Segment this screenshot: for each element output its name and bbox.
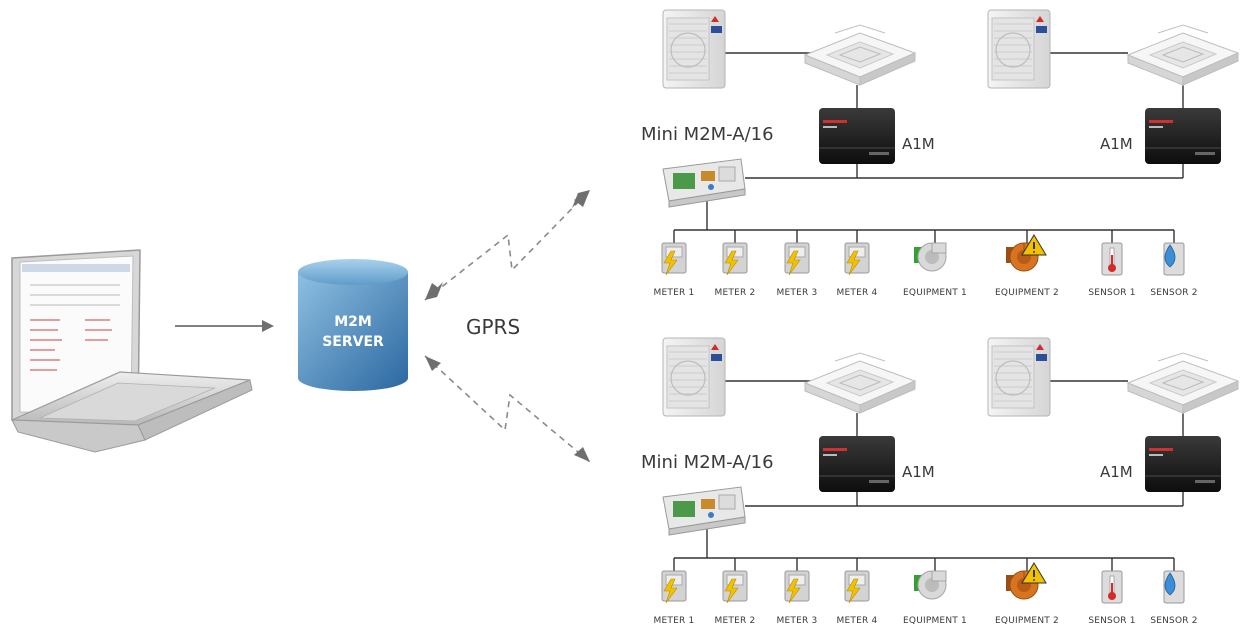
device-label-3: METER 3 xyxy=(777,288,818,298)
meter-icon-4 xyxy=(844,242,870,276)
outdoor-unit-1 xyxy=(662,9,726,89)
meter-icon-3 xyxy=(784,570,810,604)
equipment-fan-icon-1 xyxy=(914,570,947,600)
outdoor-unit-2 xyxy=(987,9,1051,89)
controller-label: Mini M2M-A/16 xyxy=(641,452,774,473)
device-label-1: METER 1 xyxy=(654,288,695,298)
server-label-line1: M2M xyxy=(334,314,372,330)
humidity-sensor-icon xyxy=(1163,242,1185,276)
equipment-fan-icon-1 xyxy=(914,242,947,272)
device-label-7: SENSOR 1 xyxy=(1088,288,1135,298)
meter-icon-1 xyxy=(661,242,687,276)
device-label-2: METER 2 xyxy=(715,616,756,626)
ceiling-cassette-1 xyxy=(803,24,917,86)
server-label-line2: SERVER xyxy=(322,334,384,350)
meter-icon-1 xyxy=(661,570,687,604)
meter-icon-3 xyxy=(784,242,810,276)
device-label-4: METER 4 xyxy=(837,288,878,298)
device-label-6: EQUIPMENT 2 xyxy=(995,616,1059,626)
outdoor-unit-2 xyxy=(987,337,1051,417)
device-label-3: METER 3 xyxy=(777,616,818,626)
a1m-label-1: A1M xyxy=(902,463,935,481)
gprs-label: GPRS xyxy=(466,315,520,339)
device-label-4: METER 4 xyxy=(837,616,878,626)
meter-icon-4 xyxy=(844,570,870,604)
meter-icon-2 xyxy=(722,570,748,604)
mini-m2m-controller xyxy=(662,486,746,536)
equipment-fan-icon-2 xyxy=(1006,234,1047,272)
controller-label: Mini M2M-A/16 xyxy=(641,124,774,145)
a1m-module-1 xyxy=(819,436,895,492)
device-label-5: EQUIPMENT 1 xyxy=(903,616,967,626)
ceiling-cassette-1 xyxy=(803,352,917,414)
gprs-link-upper xyxy=(424,189,591,301)
device-label-6: EQUIPMENT 2 xyxy=(995,288,1059,298)
a1m-label-2: A1M xyxy=(1100,463,1133,481)
laptop-icon xyxy=(11,249,253,453)
device-label-8: SENSOR 2 xyxy=(1150,288,1197,298)
m2m-server: M2M SERVER xyxy=(298,259,408,391)
a1m-label-1: A1M xyxy=(902,135,935,153)
device-label-5: EQUIPMENT 1 xyxy=(903,288,967,298)
ceiling-cassette-2 xyxy=(1126,352,1240,414)
mini-m2m-controller xyxy=(662,158,746,208)
humidity-sensor-icon xyxy=(1163,570,1185,604)
a1m-module-1 xyxy=(819,108,895,164)
device-label-8: SENSOR 2 xyxy=(1150,616,1197,626)
meter-icon-2 xyxy=(722,242,748,276)
a1m-label-2: A1M xyxy=(1100,135,1133,153)
ceiling-cassette-2 xyxy=(1126,24,1240,86)
temperature-sensor-icon xyxy=(1101,570,1123,604)
a1m-module-2 xyxy=(1145,436,1221,492)
equipment-fan-icon-2 xyxy=(1006,562,1047,600)
device-label-7: SENSOR 1 xyxy=(1088,616,1135,626)
device-label-1: METER 1 xyxy=(654,616,695,626)
temperature-sensor-icon xyxy=(1101,242,1123,276)
a1m-module-2 xyxy=(1145,108,1221,164)
gprs-link-lower xyxy=(424,355,591,463)
outdoor-unit-1 xyxy=(662,337,726,417)
device-label-2: METER 2 xyxy=(715,288,756,298)
